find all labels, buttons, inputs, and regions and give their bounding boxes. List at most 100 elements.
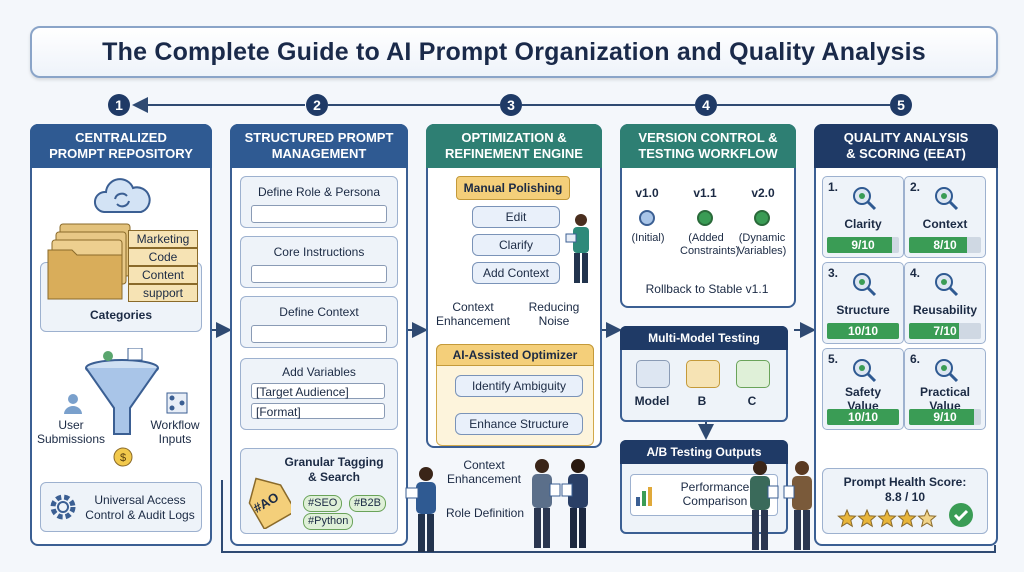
add-context-step[interactable]: Add Context <box>472 262 560 284</box>
funnel-icon <box>85 348 159 435</box>
star-4 <box>897 509 917 528</box>
version-nodes <box>639 210 770 226</box>
identify-ambiguity-step[interactable]: Identify Ambiguity <box>455 375 583 397</box>
version-v2-0: v2.0 <box>751 186 775 200</box>
edit-step[interactable]: Edit <box>472 206 560 228</box>
health-score-panel: Prompt Health Score: 8.8 / 10 <box>822 468 988 534</box>
step-5-badge: 5 <box>890 94 912 116</box>
define-role-input[interactable] <box>251 205 387 223</box>
variable-target-audience[interactable]: [Target Audience] <box>251 383 385 399</box>
enhance-structure-step[interactable]: Enhance Structure <box>455 413 583 435</box>
score-card-reusability: 4. Reusability 7/10 <box>904 262 986 344</box>
define-role-panel: Define Role & Persona <box>240 176 398 228</box>
svg-text:$: $ <box>120 452 126 464</box>
health-score-label: Prompt Health Score: 8.8 / 10 <box>843 475 967 504</box>
cloud-sync-icon <box>94 178 151 213</box>
version-v1-0-note: (Initial) <box>631 232 665 244</box>
score-bar: 9/10 <box>827 237 899 253</box>
workflow-icon <box>166 392 188 414</box>
score-bar: 8/10 <box>909 237 981 253</box>
workflow-inputs-label: Workflow Inputs <box>150 418 200 446</box>
core-instructions-label: Core Instructions <box>273 245 365 259</box>
performance-comparison-label: Performance Comparison <box>680 480 750 508</box>
version-v1-0: v1.0 <box>635 186 659 200</box>
variable-format[interactable]: [Format] <box>251 403 385 419</box>
column-header: QUALITY ANALYSIS & SCORING (EEAT) <box>814 124 998 168</box>
version-v1-1: v1.1 <box>693 186 717 200</box>
column-header: VERSION CONTROL & TESTING WORKFLOW <box>620 124 796 168</box>
card-score: 9/10 <box>851 238 875 252</box>
model-c-icon[interactable] <box>736 360 770 388</box>
model-c-label: C <box>747 394 757 408</box>
core-instructions-input[interactable] <box>251 265 387 283</box>
multi-model-testing-panel: Multi-Model Testing Model B C <box>620 326 788 422</box>
column-header: OPTIMIZATION & REFINEMENT ENGINE <box>426 124 602 168</box>
score-bar-fill <box>827 409 899 425</box>
magnifier-check-icon <box>853 187 877 211</box>
title-banner: The Complete Guide to AI Prompt Organiza… <box>30 26 998 78</box>
score-bar: 10/10 <box>827 323 899 339</box>
column-centralized-repository: CENTRALIZED PROMPT REPOSITORY Marketing … <box>30 124 212 546</box>
coin-icon: $ <box>113 447 133 467</box>
categories-label: Categories <box>89 308 153 322</box>
star-5 <box>917 509 937 528</box>
tagging-panel: Granular Tagging & Search #AO #SEO #B2B … <box>240 448 398 534</box>
score-bar: 7/10 <box>909 323 981 339</box>
hand-coin-icon <box>935 359 959 383</box>
tag-python[interactable]: #Python <box>303 513 354 530</box>
tag-seo[interactable]: #SEO <box>303 495 343 512</box>
tag-b2b[interactable]: #B2B <box>349 495 386 512</box>
tagging-label: Granular Tagging & Search <box>284 455 384 484</box>
column-header: STRUCTURED PROMPT MANAGEMENT <box>230 124 408 168</box>
context-enhancement-label-2: Context Enhancement <box>446 458 522 486</box>
card-name: Reusability <box>912 303 978 317</box>
page-title: The Complete Guide to AI Prompt Organiza… <box>102 37 926 66</box>
star-rating <box>837 509 937 528</box>
recycle-icon <box>935 273 959 297</box>
card-name: Context <box>922 217 968 231</box>
card-score: 10/10 <box>847 410 879 424</box>
folder-stack-icon <box>47 223 131 300</box>
card-score: 8/10 <box>933 238 957 252</box>
score-bar: 9/10 <box>909 409 981 425</box>
step-3-badge: 3 <box>500 94 522 116</box>
column-header: CENTRALIZED PROMPT REPOSITORY <box>30 124 212 168</box>
card-number: 5. <box>828 352 839 366</box>
card-score: 9/10 <box>933 410 957 424</box>
ai-assisted-panel: AI-Assisted Optimizer Identify Ambiguity… <box>436 344 594 446</box>
score-bar-fill <box>909 409 974 425</box>
person-with-tablet-icon <box>405 467 436 552</box>
folder-label: Marketing <box>128 230 198 248</box>
folder-labels: Marketing Code Content support <box>128 230 198 302</box>
version-v1-1-note: (Added Constraints) <box>680 232 740 257</box>
role-definition-label: Role Definition <box>445 506 525 520</box>
add-variables-panel: Add Variables [Target Audience] [Format] <box>240 358 398 430</box>
score-bar-fill <box>827 323 899 339</box>
two-people-discussion-icon <box>532 459 588 548</box>
hierarchy-icon <box>853 273 877 297</box>
star-2 <box>857 509 877 528</box>
model-b-icon[interactable] <box>686 360 720 388</box>
card-number: 6. <box>910 352 921 366</box>
define-context-label: Define Context <box>279 305 359 319</box>
score-bar-fill <box>909 237 967 253</box>
core-instructions-panel: Core Instructions <box>240 236 398 288</box>
folder-label: Content <box>128 266 198 284</box>
magnifier-question-icon <box>935 187 959 211</box>
card-number: 4. <box>910 266 921 280</box>
step-1-badge: 1 <box>108 94 130 116</box>
check-circle-icon <box>949 503 973 527</box>
multi-model-header: Multi-Model Testing <box>620 326 788 350</box>
bar-chart-icon <box>636 487 652 506</box>
engineer-figure-icon <box>565 214 589 283</box>
access-control-panel: Universal Access Control & Audit Logs <box>40 482 202 532</box>
define-role-label: Define Role & Persona <box>257 185 381 199</box>
model-a-icon[interactable] <box>636 360 670 388</box>
version-v2-0-note: (Dynamic Variables) <box>737 232 787 257</box>
access-control-label: Universal Access Control & Audit Logs <box>85 493 195 522</box>
define-context-input[interactable] <box>251 325 387 343</box>
score-bar: 10/10 <box>827 409 899 425</box>
clarify-step[interactable]: Clarify <box>472 234 560 256</box>
step-2-badge: 2 <box>306 94 328 116</box>
